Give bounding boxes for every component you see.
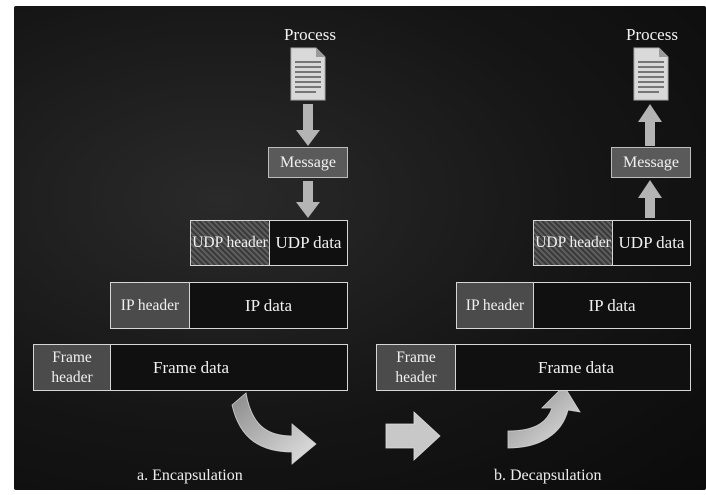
message-box: Message [268,147,348,178]
process-label: Process [626,25,678,44]
udp-data-box: UDP data [612,220,691,266]
document-icon [290,47,326,101]
frame-data-box: Frame data [110,344,348,391]
udp-header-box: UDP header [533,220,613,266]
ip-header-box: IP header [456,282,534,329]
down-arrow-icon [296,104,320,146]
message-box: Message [611,147,691,178]
document-icon [633,47,669,101]
udp-header-box: UDP header [190,220,270,266]
ip-data-box: IP data [189,282,348,329]
curved-arrow-icon [231,392,317,465]
curved-arrow-icon [507,385,581,449]
process-label: Process [284,25,336,44]
right-arrow-icon [385,411,441,461]
frame-header-box: Frame header [376,344,456,391]
up-arrow-icon [638,180,662,218]
udp-data-box: UDP data [269,220,348,266]
ip-header-box: IP header [110,282,190,329]
ip-data-box: IP data [533,282,691,329]
encapsulation-caption: a. Encapsulation [137,467,243,484]
up-arrow-icon [638,104,662,146]
frame-header-box: Frame header [33,344,111,391]
decapsulation-caption: b. Decapsulation [494,467,602,484]
frame-data-box: Frame data [455,344,691,391]
down-arrow-icon [296,181,320,218]
